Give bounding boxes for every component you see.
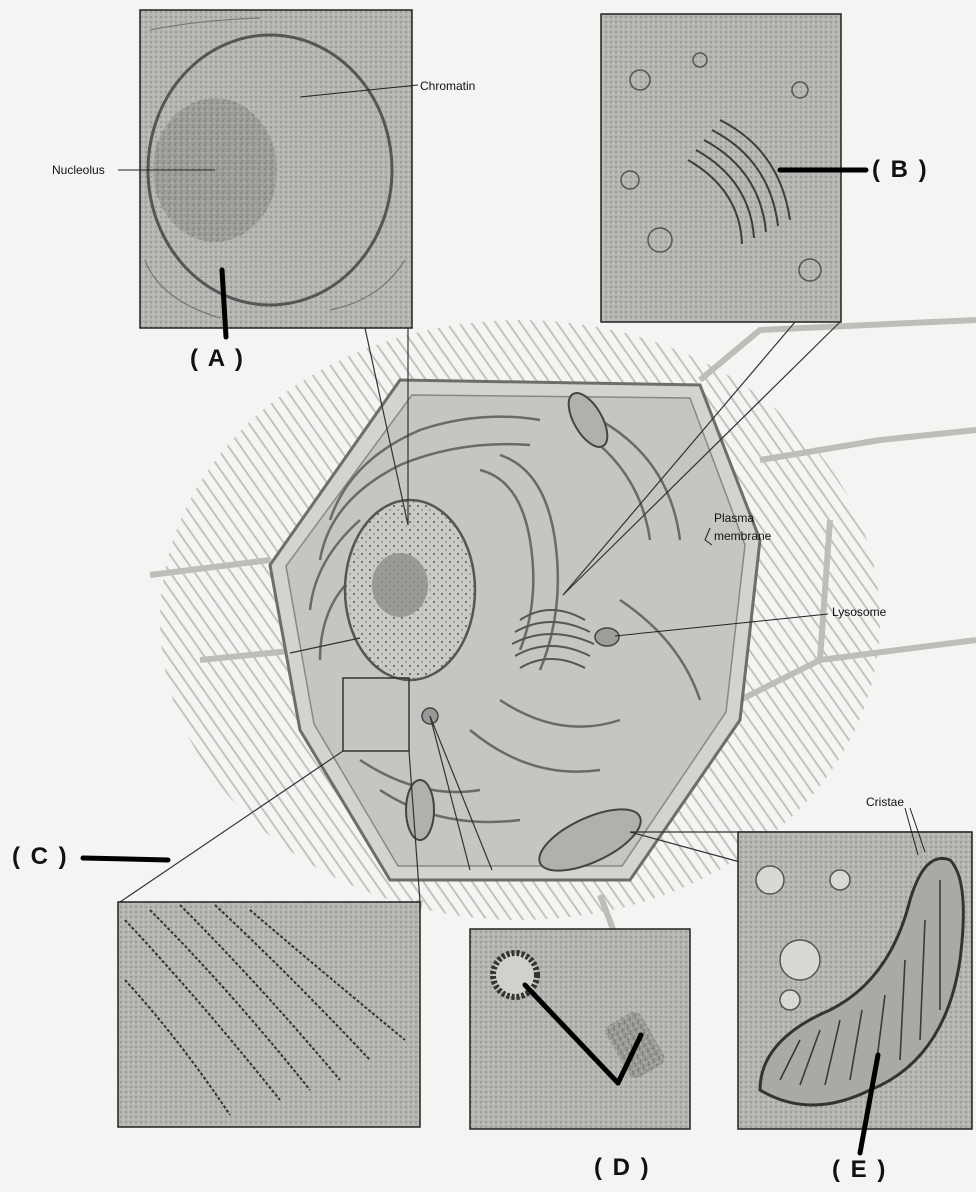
marker-e: ( E ) (832, 1156, 887, 1184)
marker-b: ( B ) (872, 156, 929, 184)
lysosome-drawing (595, 628, 619, 646)
nucleolus-drawing (372, 553, 428, 617)
micrograph-rough-er (118, 902, 420, 1127)
plasma-membrane-label-line2: membrane (714, 529, 771, 543)
micrograph-mitochondrion (738, 832, 972, 1129)
marker-d: ( D ) (594, 1154, 651, 1182)
micrograph-centrioles (470, 929, 690, 1129)
micrograph-nucleus (140, 10, 412, 328)
cristae-label: Cristae (866, 795, 904, 809)
chromatin-label: Chromatin (420, 79, 475, 93)
plasma-membrane-label-line1: Plasma (714, 511, 754, 525)
nucleolus-label: Nucleolus (52, 163, 105, 177)
marker-c: ( C ) (12, 843, 69, 871)
lysosome-label: Lysosome (832, 605, 886, 619)
marker-a: ( A ) (190, 345, 245, 373)
